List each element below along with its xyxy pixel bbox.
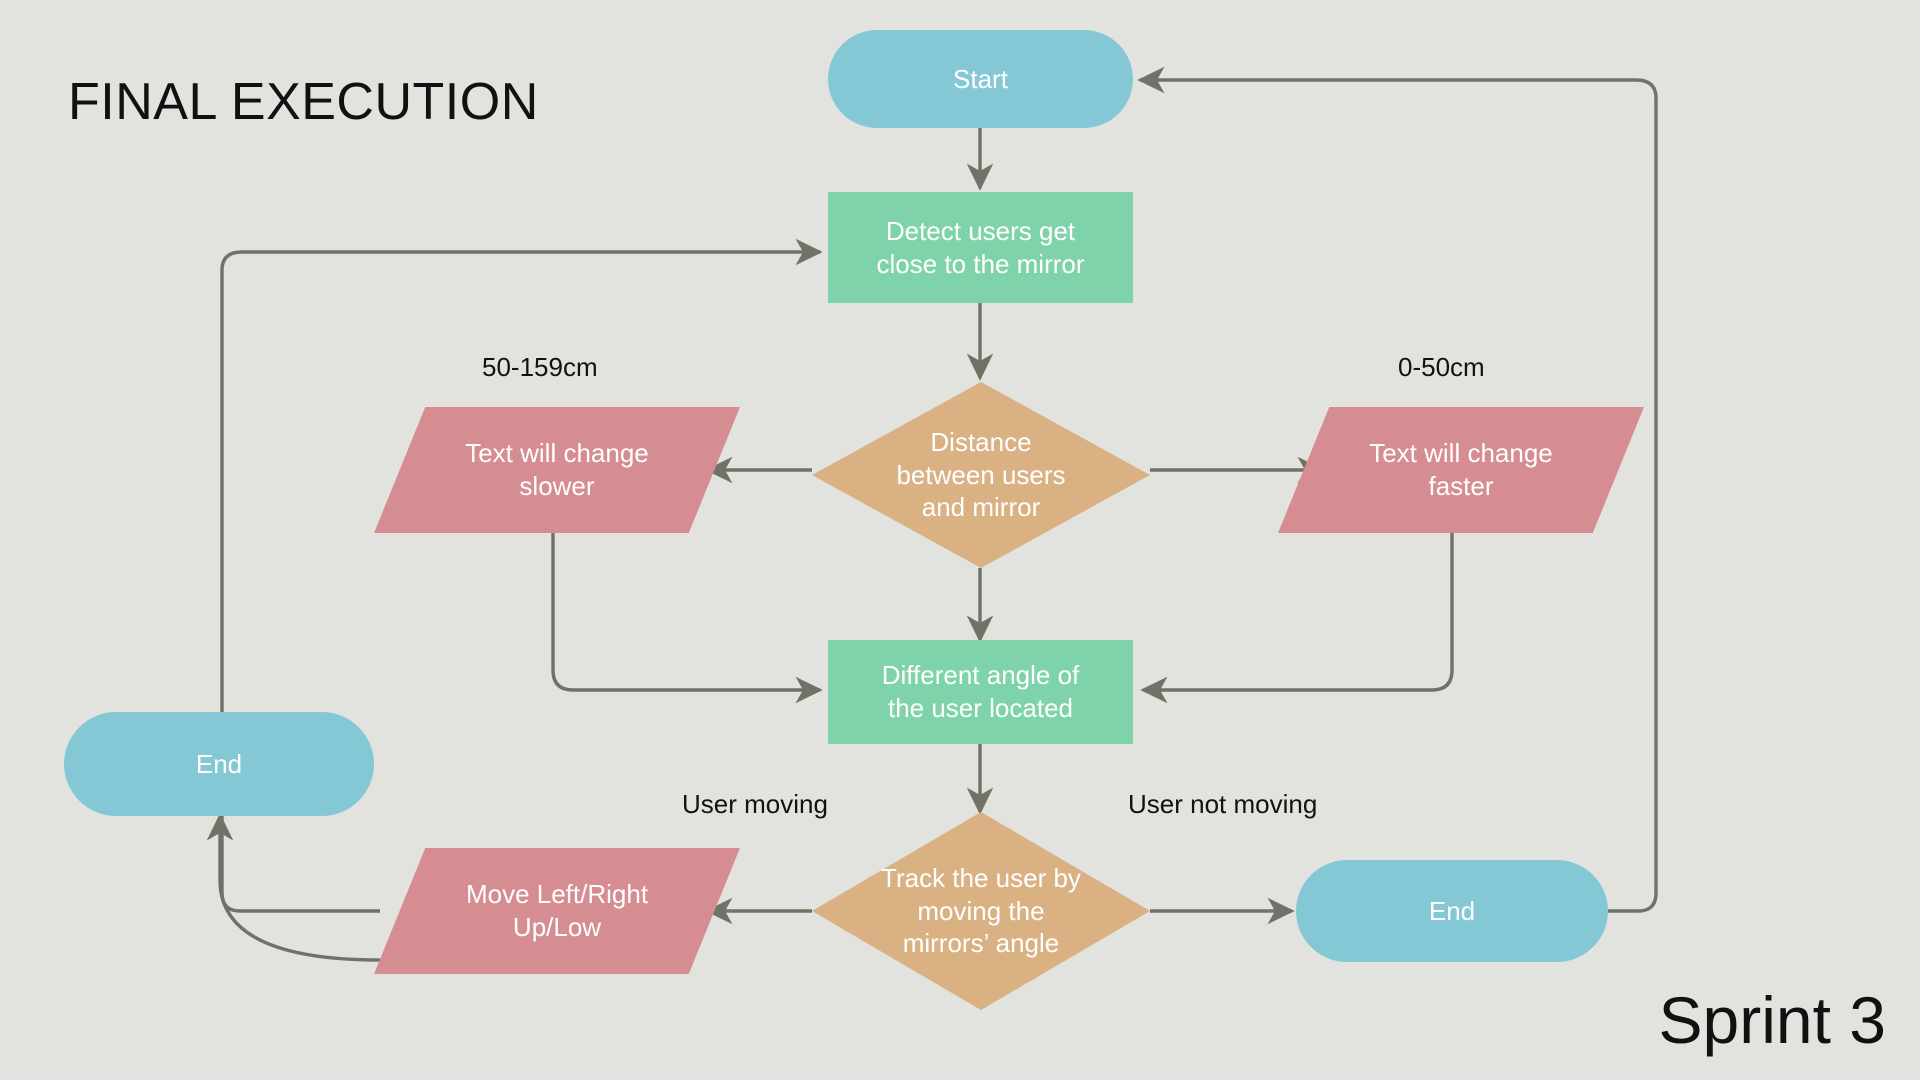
node-different-angle[interactable]: Different angle of the user located: [828, 640, 1133, 744]
node-end-right[interactable]: End: [1296, 860, 1608, 962]
parallelogram-shape: [1278, 407, 1644, 533]
edge-label-distance-left: 50-159cm: [482, 352, 598, 382]
edge-end-right-to-start: [1137, 66, 1658, 913]
sprint-label: Sprint 3: [1658, 983, 1886, 1057]
node-move-direction[interactable]: Move Left/Right Up/Low: [374, 848, 740, 974]
edge-label-track-left: User moving: [682, 789, 828, 819]
page-title: FINAL EXECUTION: [68, 73, 539, 131]
node-end-right-label: End: [1428, 895, 1476, 926]
node-end-left-label: End: [195, 748, 243, 779]
node-text-faster-label: Text will change faster: [1369, 438, 1553, 501]
node-start[interactable]: Start: [828, 30, 1133, 128]
edge-label-distance-right: 0-50cm: [1398, 352, 1485, 382]
node-track-decision-label: Track the user by moving the mirrors’ an…: [881, 862, 1081, 959]
node-text-slower-label: Text will change slower: [465, 438, 649, 501]
node-start-label: Start: [953, 63, 1008, 94]
edge-faster-to-angle: [1140, 533, 1454, 704]
parallelogram-shape: [374, 407, 740, 533]
parallelogram-shape: [374, 848, 740, 974]
node-move-direction-label: Move Left/Right Up/Low: [465, 879, 649, 942]
edge-move-to-end-left: [206, 813, 381, 962]
node-text-faster[interactable]: Text will change faster: [1278, 407, 1644, 533]
node-track-decision[interactable]: Track the user by moving the mirrors’ an…: [812, 812, 1150, 1010]
edge-move-to-detect: [220, 238, 823, 913]
node-detect-users-label: Detect users get close to the mirror: [876, 215, 1085, 279]
edge-slower-to-angle: [551, 533, 823, 704]
node-detect-users[interactable]: Detect users get close to the mirror: [828, 192, 1133, 303]
node-distance-decision-label: Distance between users and mirror: [896, 426, 1066, 523]
edge-label-track-right: User not moving: [1128, 789, 1318, 819]
node-text-slower[interactable]: Text will change slower: [374, 407, 740, 533]
node-distance-decision[interactable]: Distance between users and mirror: [812, 382, 1150, 568]
node-different-angle-label: Different angle of the user located: [881, 660, 1080, 723]
node-end-left[interactable]: End: [64, 712, 374, 816]
